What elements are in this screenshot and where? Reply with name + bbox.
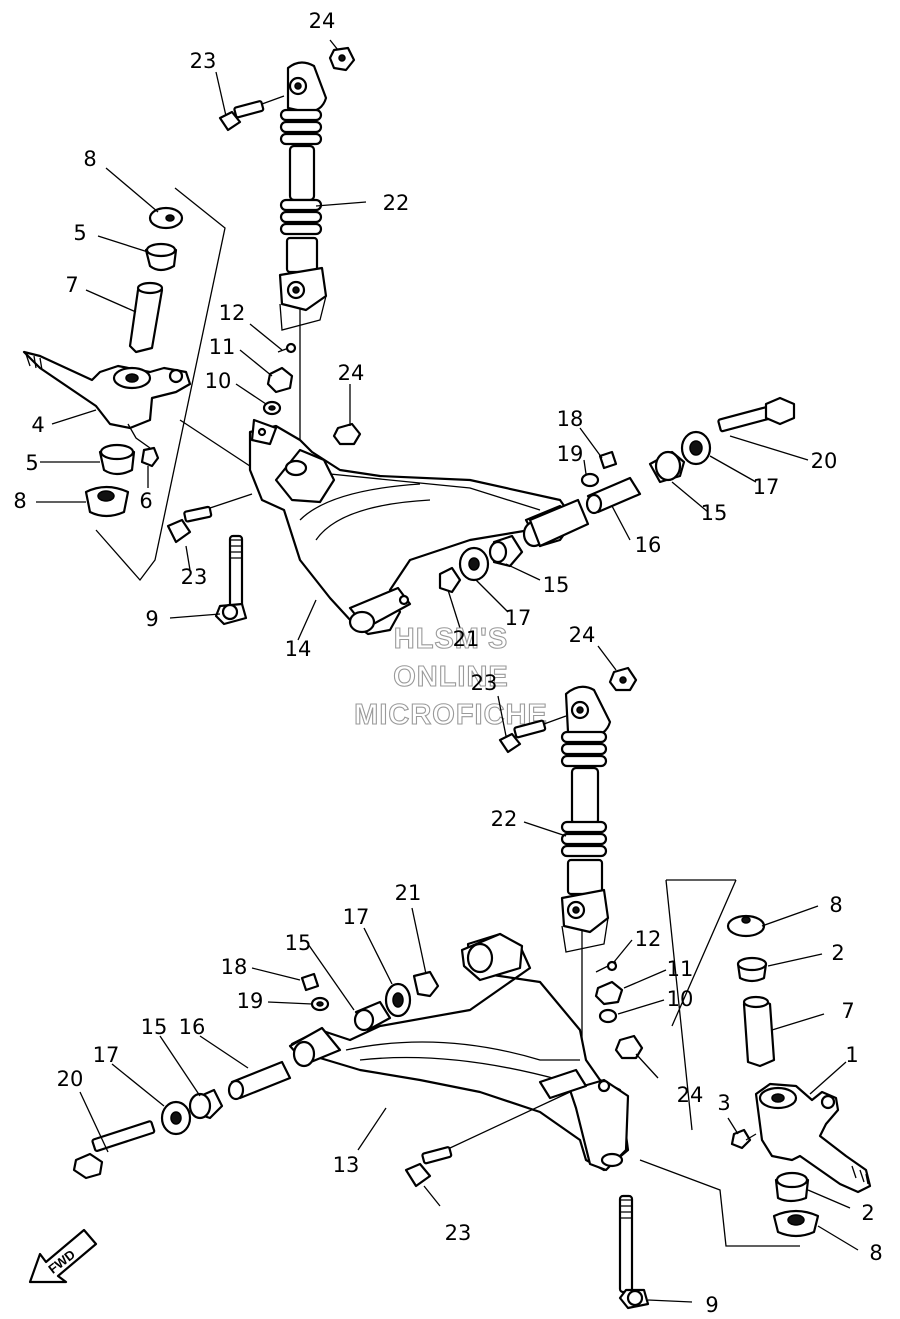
upper-a-arm-bolts <box>166 493 253 626</box>
callout-23: 23 <box>181 565 208 589</box>
lower-assembly: FWD <box>28 645 872 1310</box>
callout-18: 18 <box>221 955 248 979</box>
callout-10: 10 <box>205 369 232 393</box>
callout-15: 15 <box>701 501 728 525</box>
upper-shock-absorber <box>278 61 328 450</box>
callout-2: 2 <box>861 1201 874 1225</box>
callout-17: 17 <box>93 1043 120 1067</box>
callout-19: 19 <box>237 989 264 1013</box>
callout-11: 11 <box>209 335 236 359</box>
callout-17: 17 <box>505 606 532 630</box>
upper-lower-collars <box>84 423 160 518</box>
lower-a-arm-bolt <box>404 1091 571 1188</box>
callout-3: 3 <box>717 1091 730 1115</box>
callout-17: 17 <box>343 905 370 929</box>
watermark-line-3: MICROFICHE <box>354 699 548 731</box>
callout-8: 8 <box>829 893 842 917</box>
watermark: HLSM'S ONLINE MICROFICHE <box>354 622 548 731</box>
callout-21: 21 <box>453 627 480 651</box>
callout-4: 4 <box>31 413 44 437</box>
callout-18: 18 <box>557 407 584 431</box>
upper-a-arm <box>248 418 576 636</box>
upper-shock-bolt <box>218 95 285 132</box>
callout-15: 15 <box>543 573 570 597</box>
callout-23: 23 <box>190 49 217 73</box>
callout-8: 8 <box>83 147 96 171</box>
upper-kingpin-parts <box>128 206 184 354</box>
callout-24: 24 <box>309 9 336 33</box>
upper-cotter-nut-washer <box>262 342 297 416</box>
callout-23: 23 <box>445 1221 472 1245</box>
lower-cotter-nut-washer <box>594 960 644 1060</box>
callout-7: 7 <box>65 273 78 297</box>
watermark-line-2: ONLINE <box>393 661 509 693</box>
callout-15: 15 <box>141 1015 168 1039</box>
lower-shock-bolt <box>498 666 638 754</box>
upper-a-arm-nut <box>332 422 362 446</box>
lower-leaders <box>79 645 859 1303</box>
callout-22: 22 <box>383 191 410 215</box>
watermark-line-1: HLSM'S <box>394 623 508 655</box>
callout-12: 12 <box>635 927 662 951</box>
fwd-direction-badge: FWD <box>28 1228 98 1284</box>
upper-shock-nut <box>328 46 356 72</box>
callout-17: 17 <box>753 475 780 499</box>
callout-8: 8 <box>13 489 26 513</box>
callout-5: 5 <box>73 221 86 245</box>
callout-5: 5 <box>25 451 38 475</box>
callout-20: 20 <box>57 1067 84 1091</box>
lower-a-arm <box>288 932 630 1172</box>
callout-14: 14 <box>285 637 312 661</box>
upper-leaders <box>36 39 809 641</box>
callout-24: 24 <box>338 361 365 385</box>
upper-assembly <box>22 39 809 641</box>
callout-19: 19 <box>557 442 584 466</box>
callout-9: 9 <box>705 1293 718 1317</box>
callout-10: 10 <box>667 987 694 1011</box>
callout-7: 7 <box>841 999 854 1023</box>
lower-kingpin-parts <box>639 879 872 1247</box>
callout-16: 16 <box>635 533 662 557</box>
callout-16: 16 <box>179 1015 206 1039</box>
callout-24: 24 <box>677 1083 704 1107</box>
upper-right-bushings <box>438 396 796 594</box>
callout-9: 9 <box>145 607 158 631</box>
lower-left-bushings <box>72 970 440 1180</box>
lower-shock-absorber <box>560 685 612 1070</box>
lower-kingpin-bolt <box>618 1194 650 1310</box>
callout-15: 15 <box>285 931 312 955</box>
callout-12: 12 <box>219 301 246 325</box>
callout-2: 2 <box>831 941 844 965</box>
callout-6: 6 <box>139 489 152 513</box>
upper-steering-knuckle <box>22 350 192 430</box>
callout-22: 22 <box>491 807 518 831</box>
callout-24: 24 <box>569 623 596 647</box>
callout-labels: 24 23 8 22 5 7 12 11 24 10 4 18 20 19 17… <box>13 9 882 1317</box>
callout-21: 21 <box>395 881 422 905</box>
callout-20: 20 <box>811 449 838 473</box>
callout-11: 11 <box>667 957 694 981</box>
callout-1: 1 <box>845 1043 858 1067</box>
callout-13: 13 <box>333 1153 360 1177</box>
callout-8: 8 <box>869 1241 882 1265</box>
callout-23: 23 <box>471 671 498 695</box>
